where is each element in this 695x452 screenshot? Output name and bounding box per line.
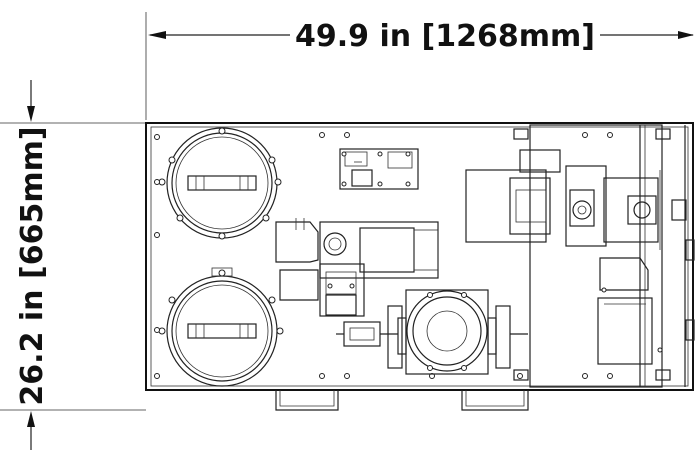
plate-bolts — [154, 128, 671, 381]
lower-right-components — [597, 239, 695, 365]
valve-assembly — [336, 305, 528, 369]
filter-housing — [405, 289, 489, 375]
height-dimension: 26.2 in [665mm] — [0, 80, 146, 450]
access-cover-top — [158, 127, 282, 240]
right-pump — [465, 149, 687, 250]
motor-assembly — [275, 218, 439, 317]
control-panel — [339, 148, 419, 190]
skid-frame — [145, 122, 694, 411]
access-cover-bottom — [158, 267, 284, 387]
width-dimension: 49.9 in [1268mm] — [145, 12, 694, 120]
width-dimension-label: 49.9 in [1268mm] — [295, 19, 595, 54]
height-dimension-label: 26.2 in [665mm] — [15, 126, 50, 405]
